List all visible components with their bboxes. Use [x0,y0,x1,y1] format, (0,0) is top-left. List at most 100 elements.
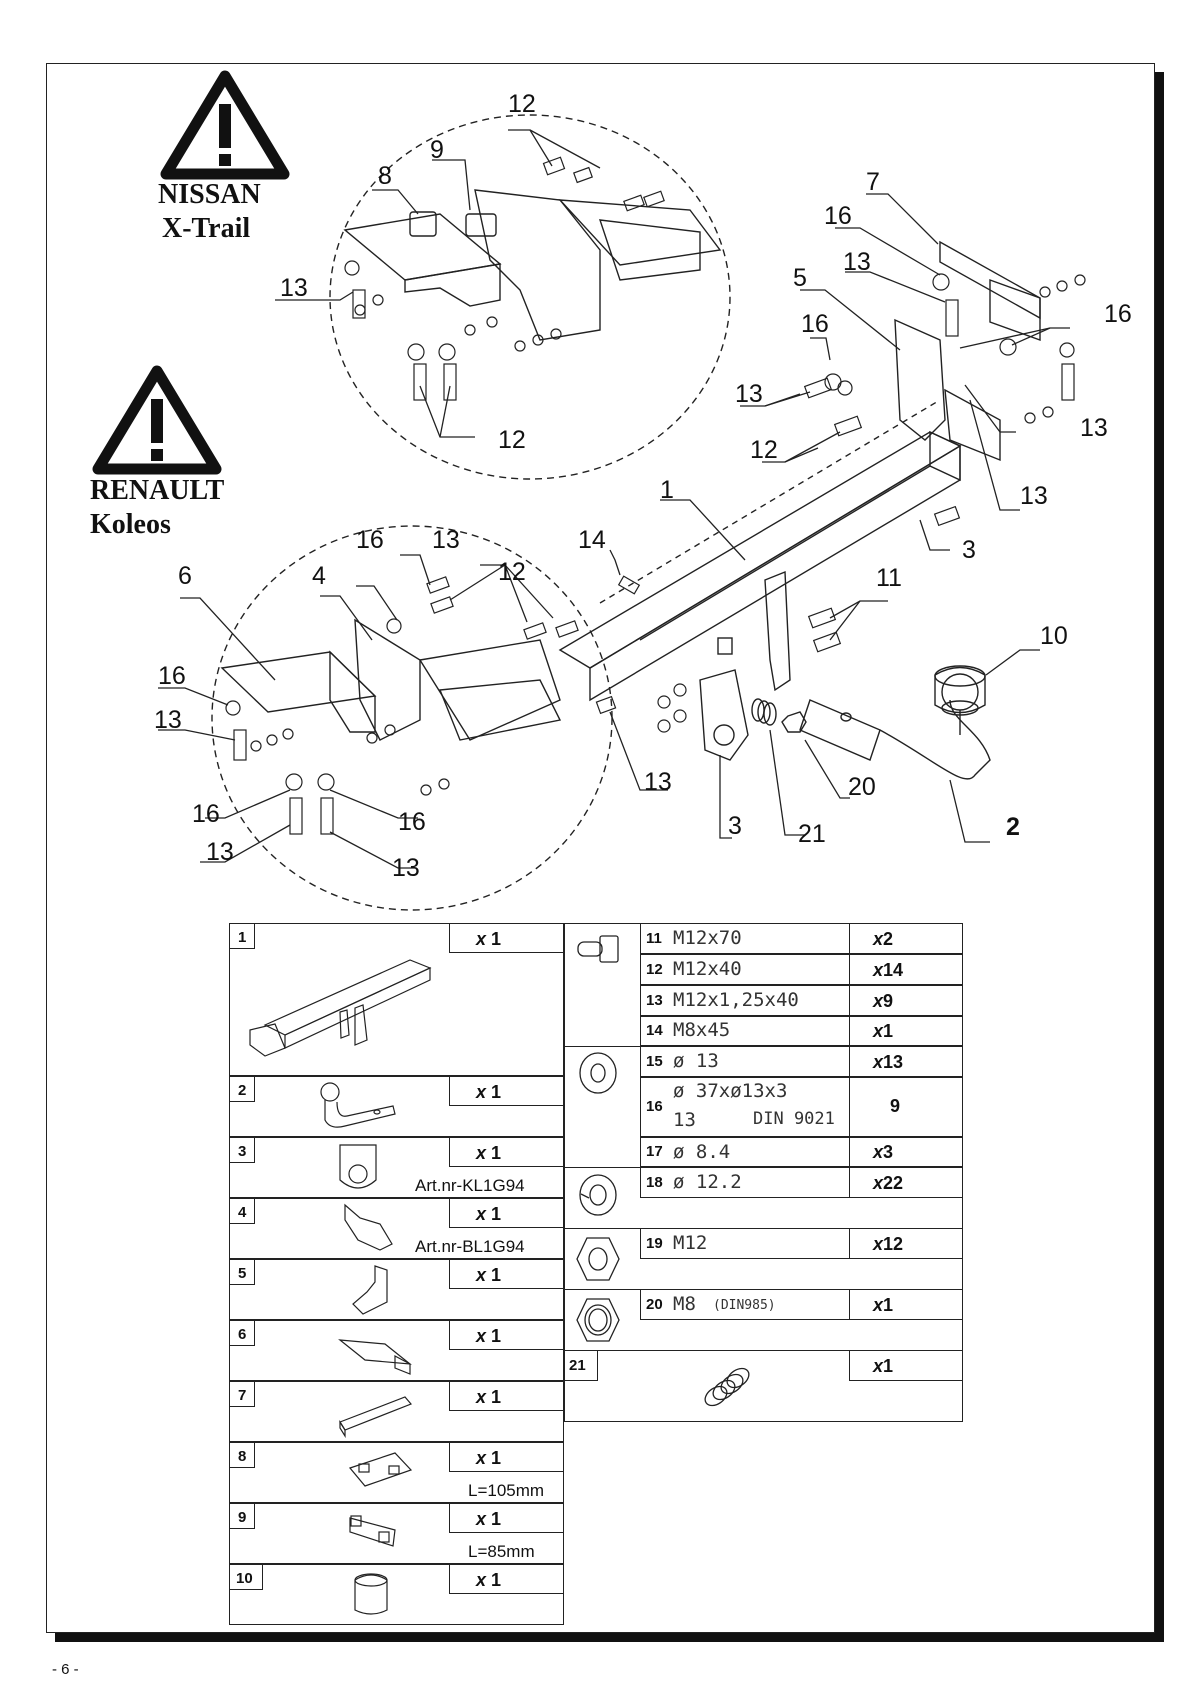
callout-12: 12 [508,90,536,118]
callout-4: 4 [312,562,326,590]
qty-cell [849,1228,963,1259]
part-spec: M12 [673,1232,708,1254]
callout-5: 5 [793,264,807,292]
part-spec: M12x70 [673,927,742,949]
towball-thumbnail [320,1082,396,1128]
callout-16: 16 [158,662,186,690]
callout-16: 16 [398,808,426,836]
spec-cell [640,1077,850,1137]
part-qty-box [449,923,564,953]
part-qty: x3 [873,1142,894,1162]
part-number: 16 [646,1098,663,1115]
part-qty-box [449,1259,564,1289]
warning-triangle-icon [92,365,222,475]
part-number-box [229,1381,255,1407]
row-separator [564,1228,963,1229]
right-brackets [894,240,1041,462]
part-qty-box [449,1320,564,1350]
bracket-7-thumbnail [339,1396,413,1438]
part-number-box [229,1564,263,1590]
callout-7: 7 [866,168,880,196]
qty-cell [849,954,963,985]
part-number-box [229,1503,255,1529]
page-number: - 6 - [52,1661,79,1678]
part-article-number: Art.nr-KL1G94 [415,1176,525,1195]
part-spec: ø 12.2 [673,1171,742,1193]
part-qty-box [449,1503,564,1533]
qty-cell [849,985,963,1016]
part-qty: x 1 [476,1265,502,1285]
callout-16: 16 [192,800,220,828]
part-qty-box [449,1442,564,1472]
clamp-8-thumbnail [348,1452,413,1487]
washer-icon [579,1052,617,1094]
lock-nut-icon [576,1298,620,1342]
qty-cell [849,1137,963,1167]
callout-16: 16 [801,310,829,338]
part-spec-standard: (DIN985) [713,1298,776,1313]
part-number: 20 [646,1296,663,1313]
callout-2: 2 [1006,813,1020,841]
coil-spring-icon [704,1367,750,1407]
qty-cell [849,923,963,954]
part-number-box [229,1137,255,1163]
callout-13: 13 [392,854,420,882]
part-qty-box [449,1198,564,1228]
callout-13: 13 [843,248,871,276]
part-qty: x 1 [476,1509,502,1529]
part-qty: x 1 [476,1143,502,1163]
part-spec-standard: DIN 9021 [753,1109,835,1129]
qty-cell [849,1289,963,1320]
callout-6: 6 [178,562,192,590]
callout-1: 1 [660,476,674,504]
spec-cell [640,1046,850,1077]
part-number-box [564,1350,598,1381]
bracket-4-thumbnail [344,1203,393,1251]
part-number-box [229,1076,255,1102]
part-article-number: Art.nr-BL1G94 [415,1237,525,1256]
part-spec: M8 [673,1293,696,1315]
part-spec: M12x40 [673,958,742,980]
callout-13: 13 [1080,414,1108,442]
callout-16: 16 [356,526,384,554]
part-qty: x2 [873,929,894,949]
spec-cell [640,923,850,954]
part-qty: x 1 [476,1326,502,1346]
part-row-4 [229,1198,564,1259]
towball-part [799,673,991,780]
callout-13: 13 [1020,482,1048,510]
leader-lines [158,129,1070,869]
part-qty: x1 [873,1021,894,1041]
nut-part [781,711,807,733]
nut-icon [576,1237,620,1281]
part-qty: x 1 [476,1204,502,1224]
part-number: 8 [238,1448,247,1465]
clamp-9-thumbnail [349,1515,396,1547]
part-qty: x 1 [476,1082,502,1102]
ball-cap-thumbnail [354,1573,388,1615]
crossbar-part [558,399,962,702]
callout-14: 14 [578,526,606,554]
bracket-5-thumbnail [352,1265,388,1315]
nissan-model: X-Trail [162,213,251,244]
renault-model: Koleos [90,509,171,540]
spec-cell [640,985,850,1016]
qty-cell [849,1167,963,1198]
callout-11: 11 [876,564,902,592]
part-qty-box [449,1564,564,1594]
callout-10: 10 [1040,622,1068,650]
callout-16: 16 [824,202,852,230]
warning-vehicle-renault: RENAULT Koleos [90,474,224,542]
qty-cell [849,1046,963,1077]
callout-3: 3 [728,812,742,840]
part-number: 10 [236,1570,253,1587]
row-separator [564,1046,640,1047]
ball-cap-part [934,665,986,716]
spring-washer-icon [579,1174,617,1216]
part-qty: x 1 [476,1448,502,1468]
callout-21: 21 [798,820,826,848]
part-number: 14 [646,1022,663,1039]
row-separator [564,1167,640,1168]
bracket-6-thumbnail [338,1339,412,1375]
part-spec: M12x1,25x40 [673,989,799,1011]
